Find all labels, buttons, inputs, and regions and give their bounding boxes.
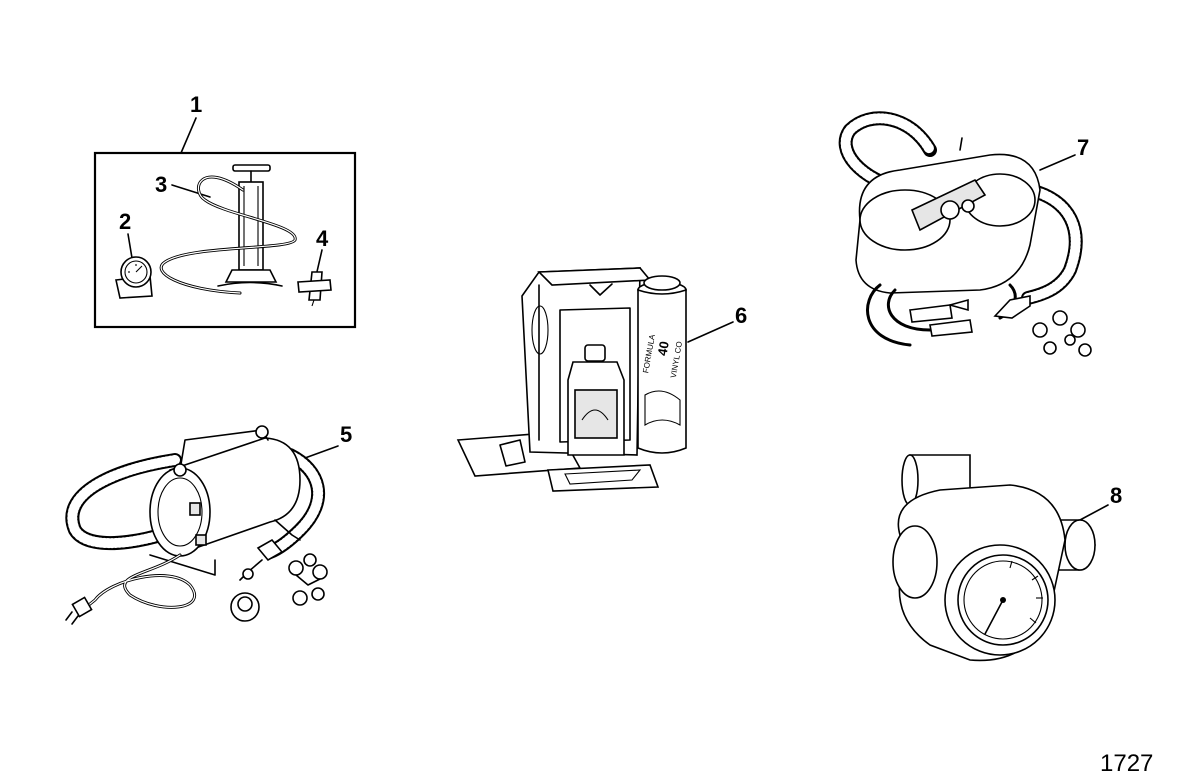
callout-6: 6 (735, 303, 748, 328)
callout-8: 8 (1110, 483, 1123, 508)
leader-2 (127, 233, 133, 259)
callout-1: 1 (190, 92, 203, 117)
leader-3 (171, 184, 211, 198)
callout-4: 4 (316, 226, 329, 251)
callout-3: 3 (155, 172, 168, 197)
can-label-line2: 40 (655, 340, 672, 357)
valve-adapter (297, 249, 332, 307)
electric-pump (65, 425, 339, 625)
kit-1-group (93, 117, 357, 329)
leader-5 (304, 445, 339, 459)
callout-7: 7 (1077, 135, 1090, 160)
callout-5: 5 (340, 422, 353, 447)
repair-kit (456, 267, 734, 492)
leader-8 (1079, 504, 1109, 521)
figure-number: 1727 (1100, 750, 1154, 777)
twelve-volt-pump (838, 111, 1092, 357)
pressure-gauge-small (115, 233, 153, 299)
leader-1 (180, 117, 197, 154)
leader-7 (1039, 154, 1076, 171)
leader-6 (687, 321, 734, 343)
hand-pump (159, 164, 297, 295)
pressure-gauge-large (892, 454, 1109, 662)
callout-2: 2 (119, 209, 132, 234)
